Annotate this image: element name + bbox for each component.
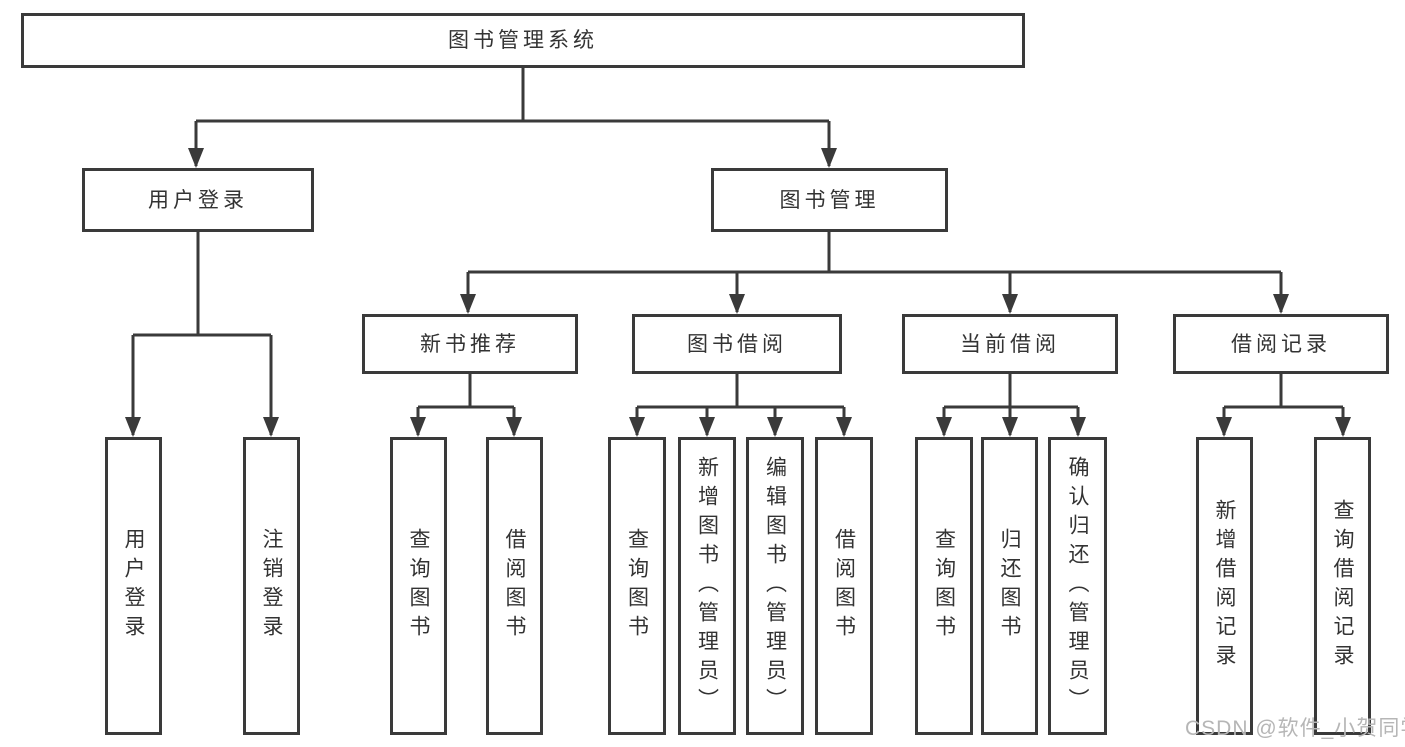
leaf-add-books-admin-label: 新增图书（管理员） [695, 455, 719, 717]
leaf-recommend-borrow-books-label: 借阅图书 [503, 528, 526, 644]
leaf-edit-books-admin: 编辑图书（管理员） [746, 437, 804, 735]
leaf-user-login: 用户登录 [105, 437, 162, 735]
leaf-borrow-query-books-label: 查询图书 [625, 528, 649, 644]
node-user-login: 用户登录 [82, 168, 314, 232]
node-new-book-recommend-label: 新书推荐 [420, 332, 520, 356]
leaf-return-books: 归还图书 [981, 437, 1038, 735]
leaf-logout-label: 注销登录 [260, 528, 283, 644]
leaf-recommend-borrow-books: 借阅图书 [486, 437, 543, 735]
leaf-borrow-query-books: 查询图书 [608, 437, 666, 735]
node-borrow-records: 借阅记录 [1173, 314, 1389, 374]
node-root-label: 图书管理系统 [448, 29, 598, 52]
csdn-watermark: CSDN @软件_小贺同学 [1185, 717, 1405, 740]
tree-connectors [131, 68, 1345, 435]
leaf-recommend-query-books: 查询图书 [390, 437, 447, 735]
leaf-return-books-label: 归还图书 [998, 528, 1021, 644]
leaf-recommend-query-books-label: 查询图书 [407, 528, 430, 644]
node-current-borrow-label: 当前借阅 [960, 332, 1060, 356]
node-new-book-recommend: 新书推荐 [362, 314, 578, 374]
leaf-borrow-books: 借阅图书 [815, 437, 873, 735]
leaf-edit-books-admin-label: 编辑图书（管理员） [763, 455, 787, 717]
leaf-query-borrow-record: 查询借阅记录 [1314, 437, 1371, 735]
leaf-confirm-return-admin: 确认归还（管理员） [1048, 437, 1107, 735]
leaf-add-borrow-record: 新增借阅记录 [1196, 437, 1253, 735]
leaf-add-borrow-record-label: 新增借阅记录 [1213, 499, 1236, 673]
leaf-borrow-books-label: 借阅图书 [832, 528, 856, 644]
leaf-current-query-books: 查询图书 [915, 437, 973, 735]
node-book-management-label: 图书管理 [779, 188, 880, 212]
leaf-confirm-return-admin-label: 确认归还（管理员） [1066, 455, 1089, 717]
leaf-logout: 注销登录 [243, 437, 300, 735]
node-book-borrow-label: 图书借阅 [687, 332, 787, 356]
node-root: 图书管理系统 [21, 13, 1025, 68]
leaf-user-login-label: 用户登录 [122, 528, 145, 644]
node-book-borrow: 图书借阅 [632, 314, 842, 374]
node-borrow-records-label: 借阅记录 [1231, 332, 1331, 356]
node-user-login-label: 用户登录 [148, 188, 248, 212]
node-current-borrow: 当前借阅 [902, 314, 1118, 374]
leaf-current-query-books-label: 查询图书 [932, 528, 956, 644]
node-book-management: 图书管理 [711, 168, 948, 232]
leaf-add-books-admin: 新增图书（管理员） [678, 437, 736, 735]
leaf-query-borrow-record-label: 查询借阅记录 [1331, 499, 1354, 673]
